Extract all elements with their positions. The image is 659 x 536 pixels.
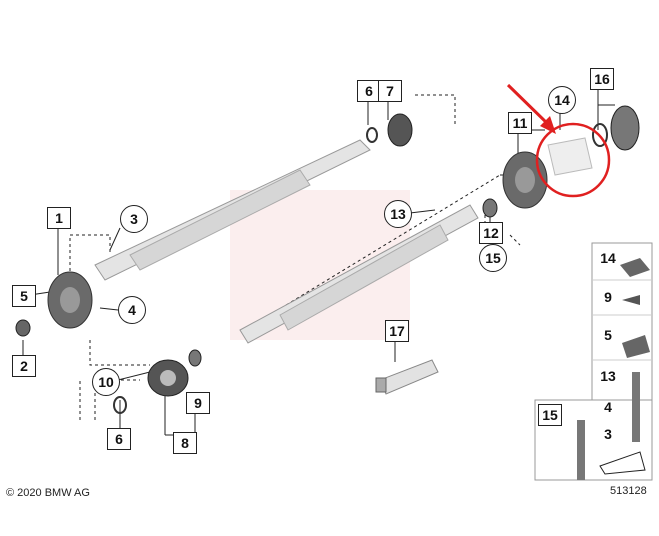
callout-11: 11 bbox=[508, 112, 532, 134]
callout-2: 2 bbox=[12, 355, 36, 377]
o-ring-part-6-lower bbox=[113, 396, 127, 414]
sleeve-part-12 bbox=[482, 198, 498, 218]
callout-16: 16 bbox=[590, 68, 614, 90]
legend-label-3: 3 bbox=[604, 426, 612, 442]
legend-label-15: 15 bbox=[538, 404, 562, 426]
copyright-text: © 2020 BMW AG bbox=[6, 487, 90, 499]
grease-tube-part-17 bbox=[375, 359, 439, 395]
callout-3: 3 bbox=[120, 205, 148, 233]
sleeve-part-7 bbox=[387, 113, 413, 147]
highlighted-part-14 bbox=[535, 122, 611, 198]
legend-label-4: 4 bbox=[604, 399, 612, 415]
flange-part-16 bbox=[592, 105, 640, 151]
red-arrow-icon bbox=[506, 83, 556, 134]
flex-disc-right bbox=[502, 151, 548, 209]
lower-propshaft bbox=[239, 204, 479, 344]
center-bearing bbox=[147, 359, 189, 397]
legend-label-9: 9 bbox=[604, 289, 612, 305]
callout-15: 15 bbox=[479, 244, 507, 272]
callout-7: 7 bbox=[378, 80, 402, 102]
legend-label-5: 5 bbox=[604, 327, 612, 343]
legend-label-13: 13 bbox=[600, 368, 616, 384]
washer-part-2 bbox=[15, 319, 31, 337]
callout-14: 14 bbox=[548, 86, 576, 114]
callout-9: 9 bbox=[186, 392, 210, 414]
diagram-number: 513128 bbox=[610, 485, 647, 497]
sleeve-part-9 bbox=[188, 349, 202, 367]
callout-12: 12 bbox=[479, 222, 503, 244]
callout-6-lower: 6 bbox=[107, 428, 131, 450]
callout-4: 4 bbox=[118, 296, 146, 324]
upper-propshaft bbox=[94, 139, 371, 281]
flex-disc-left bbox=[47, 271, 93, 329]
callout-5: 5 bbox=[12, 285, 36, 307]
callout-10: 10 bbox=[92, 368, 120, 396]
callout-13: 13 bbox=[384, 200, 412, 228]
callout-1: 1 bbox=[47, 207, 71, 229]
callout-17: 17 bbox=[385, 320, 409, 342]
o-ring-part-6-upper bbox=[366, 127, 378, 143]
hardware-legend-panel bbox=[534, 242, 653, 481]
callout-8: 8 bbox=[173, 432, 197, 454]
legend-label-14: 14 bbox=[600, 250, 616, 266]
